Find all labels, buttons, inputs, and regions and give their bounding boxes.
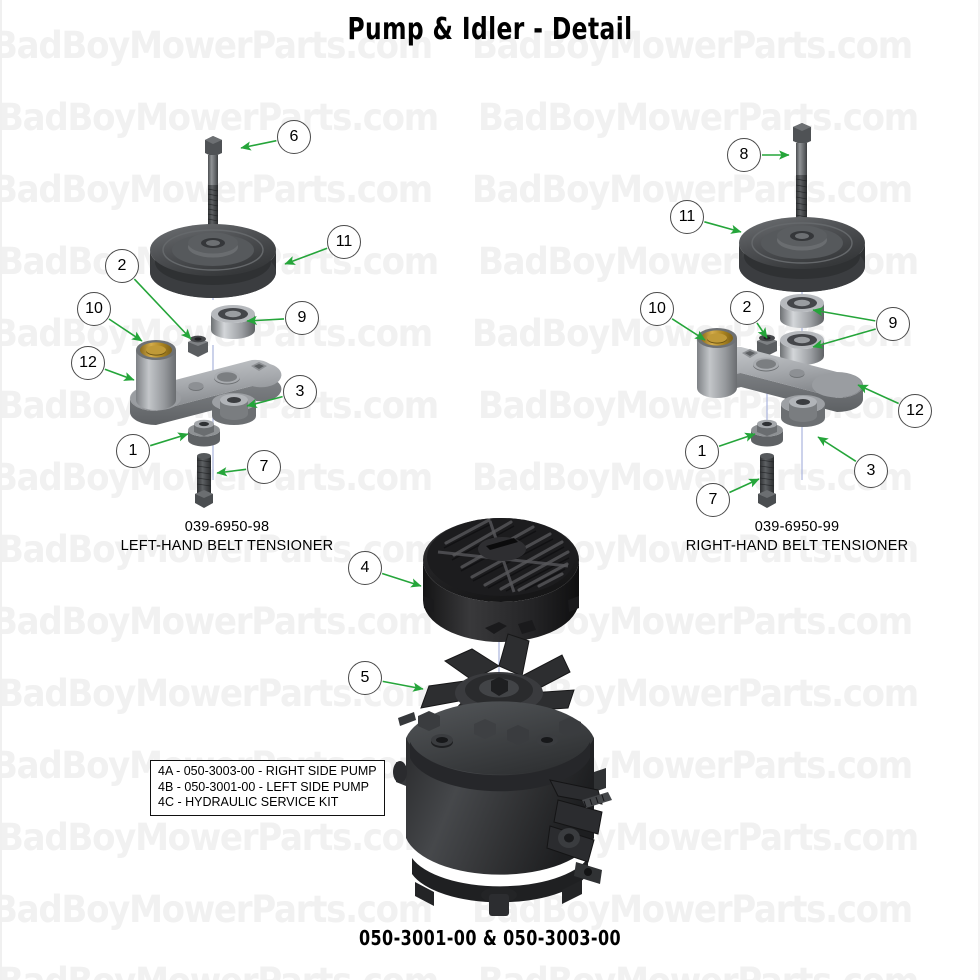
callout-bubble-9[interactable]: 9 bbox=[285, 301, 319, 335]
part-hydraulic-pump-5 bbox=[393, 633, 612, 916]
part-bearing-9-upper-right bbox=[780, 294, 824, 328]
part-flange-nut-1-right bbox=[751, 419, 783, 447]
callout-bubble-6[interactable]: 6 bbox=[277, 120, 311, 154]
right-tensioner-assembly bbox=[697, 123, 865, 508]
bottom-caption: 050-3001-00 & 050-3003-00 bbox=[358, 926, 622, 950]
part-nut-2-right bbox=[757, 334, 777, 356]
part-bearing-9 bbox=[211, 305, 255, 339]
part-pulley-11 bbox=[150, 224, 276, 298]
page-title: Pump & Idler - Detail bbox=[347, 12, 633, 47]
callout-bubble-2[interactable]: 2 bbox=[730, 291, 764, 325]
part-shoulder-bolt-7 bbox=[195, 453, 213, 508]
callout-bubble-3[interactable]: 3 bbox=[854, 454, 888, 488]
pump-legend-box: 4A - 050-3003-00 - RIGHT SIDE PUMP 4B - … bbox=[150, 760, 385, 816]
callout-bubble-5[interactable]: 5 bbox=[348, 661, 382, 695]
callout-bubble-1[interactable]: 1 bbox=[116, 434, 150, 468]
left-part-name: LEFT-HAND BELT TENSIONER bbox=[120, 538, 334, 554]
callout-bubble-3[interactable]: 3 bbox=[283, 375, 317, 409]
right-assembly-label: 039-6950-99 RIGHT-HAND BELT TENSIONER bbox=[612, 518, 978, 556]
part-bolt-8 bbox=[793, 123, 811, 228]
callout-bubble-2[interactable]: 2 bbox=[105, 249, 139, 283]
part-flange-nut-1 bbox=[188, 419, 220, 447]
part-nut-2 bbox=[188, 335, 208, 357]
legend-line-4c: 4C - HYDRAULIC SERVICE KIT bbox=[158, 795, 339, 809]
callout-bubble-12[interactable]: 12 bbox=[898, 394, 932, 428]
callout-bubble-10[interactable]: 10 bbox=[77, 292, 111, 326]
part-flange-bushing-3 bbox=[212, 393, 256, 425]
legend-line-4a: 4A - 050-3003-00 - RIGHT SIDE PUMP bbox=[158, 764, 377, 778]
callout-bubble-7[interactable]: 7 bbox=[696, 483, 730, 517]
part-bolt-6 bbox=[205, 136, 222, 230]
left-assembly-label: 039-6950-98 LEFT-HAND BELT TENSIONER bbox=[2, 518, 452, 556]
part-pulley-11-right bbox=[739, 217, 865, 292]
callout-bubble-12[interactable]: 12 bbox=[71, 346, 105, 380]
part-fan-shroud-4 bbox=[423, 518, 579, 690]
part-bracket-arm-12-right bbox=[711, 346, 863, 412]
callout-bubble-7[interactable]: 7 bbox=[247, 450, 281, 484]
part-shoulder-bolt-7-right bbox=[758, 453, 776, 508]
callout-bubble-9[interactable]: 9 bbox=[876, 307, 910, 341]
callout-bubble-10[interactable]: 10 bbox=[640, 292, 674, 326]
callout-bubble-4[interactable]: 4 bbox=[348, 551, 382, 585]
callout-bubble-1[interactable]: 1 bbox=[685, 435, 719, 469]
callout-bubble-8[interactable]: 8 bbox=[727, 138, 761, 172]
part-bushing-tube-10 bbox=[136, 340, 176, 410]
callout-bubble-11[interactable]: 11 bbox=[327, 225, 361, 259]
right-part-name: RIGHT-HAND BELT TENSIONER bbox=[685, 538, 909, 554]
left-part-number: 039-6950-98 bbox=[184, 519, 270, 535]
legend-line-4b: 4B - 050-3001-00 - LEFT SIDE PUMP bbox=[158, 779, 369, 794]
callout-bubble-11[interactable]: 11 bbox=[670, 200, 704, 234]
right-part-number: 039-6950-99 bbox=[754, 519, 840, 535]
part-bushing-tube-10-right bbox=[697, 328, 737, 398]
part-flange-bushing-3-right bbox=[781, 395, 825, 427]
